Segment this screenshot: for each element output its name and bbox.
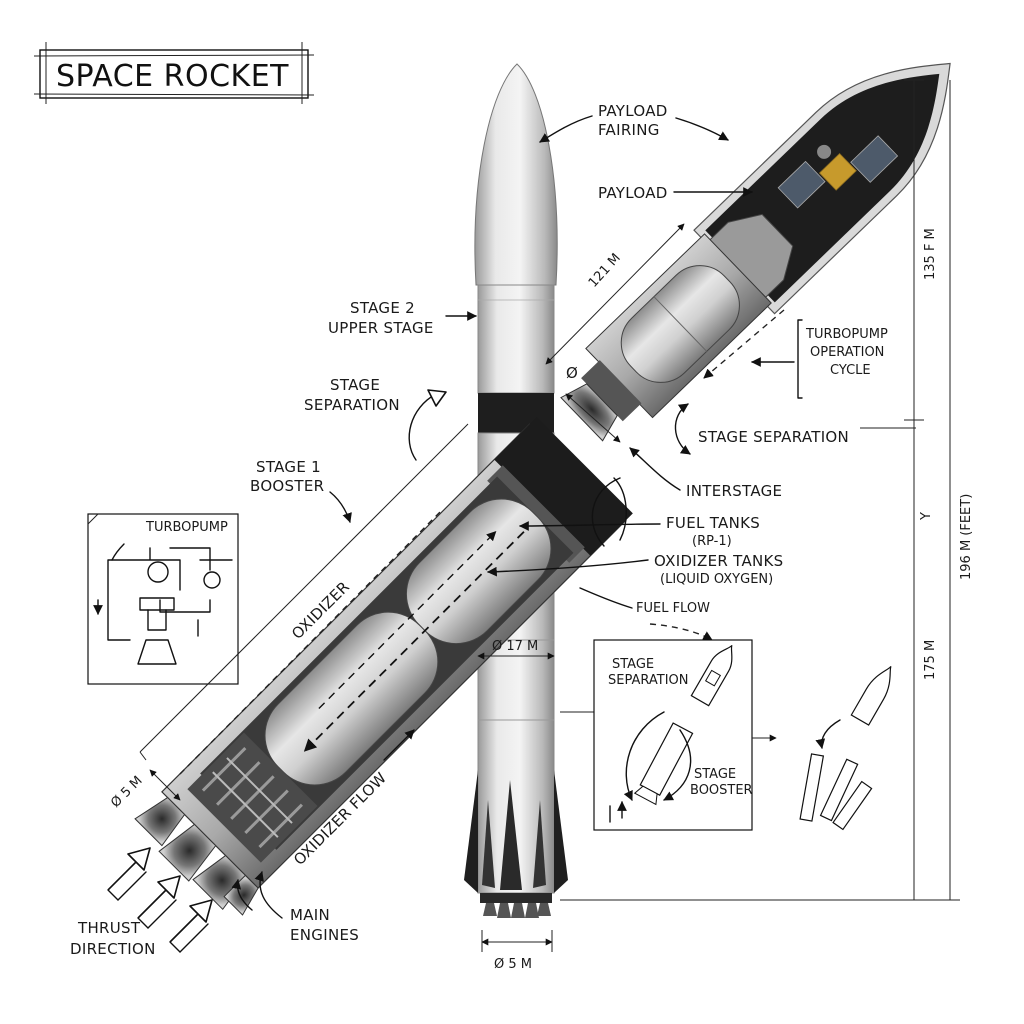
label-fuel-flow: FUEL FLOW	[636, 601, 710, 616]
title-box: SPACE ROCKET	[33, 42, 315, 104]
label-turbopump-cycle-1: TURBOPUMP	[805, 327, 888, 342]
thrust-arrows	[107, 847, 213, 953]
label-inset-booster-1: STAGE	[694, 767, 736, 782]
label-payload-fairing-1: PAYLOAD	[598, 102, 668, 120]
label-turbopump-cycle-3: CYCLE	[830, 363, 871, 378]
separation-inset: STAGE SEPARATION STAGE BOOSTER	[560, 639, 892, 831]
label-oxidizer-tanks-2: (LIQUID OXYGEN)	[660, 572, 773, 587]
turbopump-box: TURBOPUMP	[87, 513, 239, 685]
label-main-engines-2: ENGINES	[290, 926, 359, 944]
label-stage-sep-left-1: STAGE	[330, 376, 380, 394]
dim-196: 196 M (FEET)	[959, 494, 974, 580]
label-thrust-2: DIRECTION	[70, 940, 156, 958]
dim-135: 135 F M	[923, 228, 938, 280]
label-inset-sep-2: SEPARATION	[608, 673, 689, 688]
label-oxidizer-tanks-1: OXIDIZER TANKS	[654, 552, 784, 570]
label-main-engines-1: MAIN	[290, 906, 330, 924]
label-thrust-1: THRUST	[77, 919, 141, 937]
label-stage-sep-right: STAGE SEPARATION	[698, 428, 849, 446]
booster-cutaway	[134, 417, 633, 916]
label-stage-sep-left-2: SEPARATION	[304, 396, 400, 414]
dim-17: Ø 17 M	[492, 639, 538, 654]
label-stage2-1: STAGE 2	[350, 299, 415, 317]
label-inset-booster-2: BOOSTER	[690, 783, 753, 798]
label-payload: PAYLOAD	[598, 184, 668, 202]
page-title: SPACE ROCKET	[56, 59, 289, 94]
dim-y: Y	[919, 512, 934, 521]
dim-phi: Ø	[566, 364, 578, 382]
label-inset-sep-1: STAGE	[612, 657, 654, 672]
dim-175: 175 M	[923, 640, 938, 680]
label-turbopump-cycle-2: OPERATION	[810, 345, 884, 360]
dim-121: 121 M	[586, 251, 624, 291]
label-turbopump: TURBOPUMP	[145, 520, 228, 535]
label-interstage: INTERSTAGE	[686, 482, 782, 500]
label-fuel-tanks-2: (RP-1)	[692, 534, 732, 549]
label-stage1-1: STAGE 1	[256, 458, 321, 476]
label-payload-fairing-2: FAIRING	[598, 121, 660, 139]
dim-5-bottom: Ø 5 M	[494, 957, 532, 972]
dim-5-left: Ø 5 M	[108, 773, 145, 810]
label-stage1-2: BOOSTER	[250, 477, 324, 495]
label-fuel-tanks-1: FUEL TANKS	[666, 514, 760, 532]
label-stage2-2: UPPER STAGE	[328, 319, 434, 337]
